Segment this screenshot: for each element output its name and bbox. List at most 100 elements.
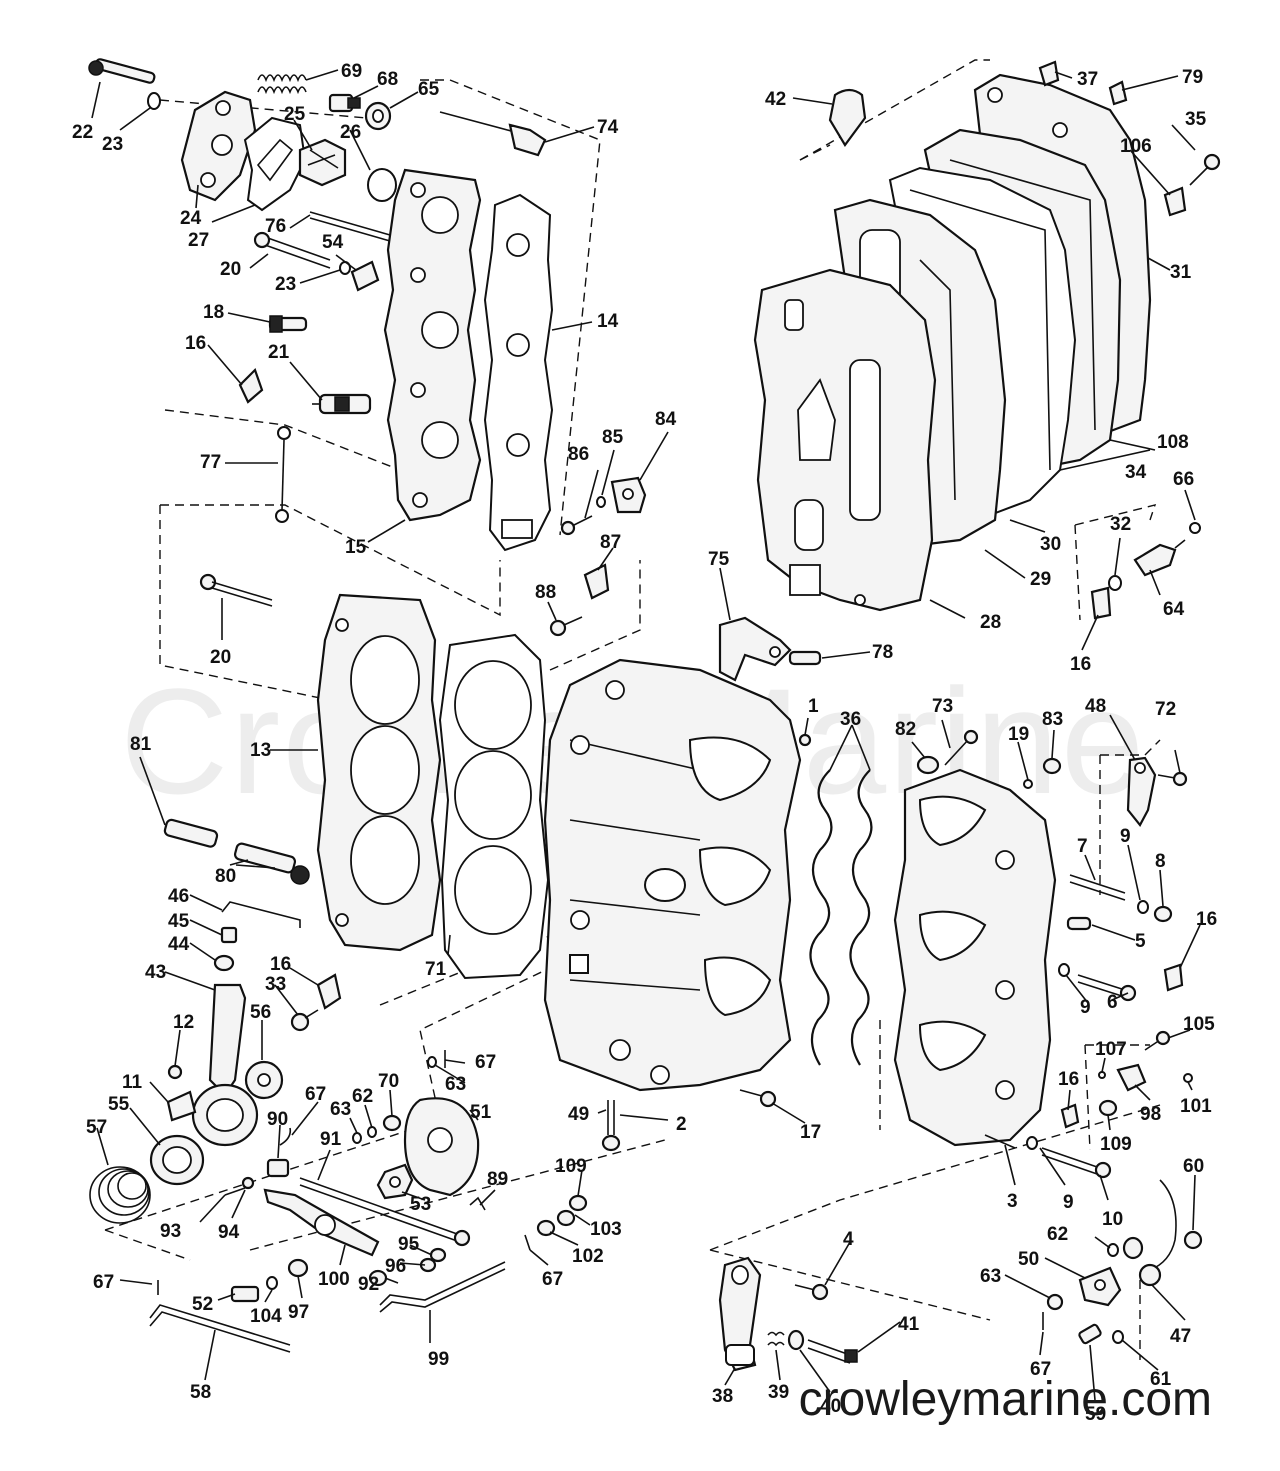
spring-69 [257,74,307,95]
part-label-8: 8 [1155,851,1166,872]
washer-63-top [427,1056,437,1068]
link-rod-58 [149,1304,291,1353]
part-label-43: 43 [145,962,166,983]
clip-16-right-low [1060,1103,1080,1129]
seal-strip-36-a [809,769,833,1066]
screw-33 [290,1009,319,1032]
nut-83 [1042,757,1062,775]
part-label-88: 88 [535,582,556,603]
part-label-27: 27 [188,230,209,251]
part-label-55: 55 [108,1094,130,1115]
clip-87 [583,563,610,600]
part-label-75: 75 [708,549,730,570]
part-label-105: 105 [1183,1014,1215,1035]
part-label-12: 12 [173,1012,194,1033]
seal-26 [367,168,397,202]
screw-17 [739,1089,777,1108]
screw-4 [794,1283,829,1301]
part-label-7: 7 [1077,836,1088,857]
part-label-70: 70 [378,1071,399,1092]
part-label-83: 83 [1042,709,1063,730]
part-label-67-e: 67 [1030,1359,1051,1380]
part-label-60: 60 [1183,1156,1204,1177]
clip-37 [1038,60,1060,87]
gasket-27 [243,116,307,212]
bolt-20-top [253,231,331,269]
part-label-85: 85 [602,427,624,448]
part-label-67-a: 67 [305,1084,326,1105]
part-label-84: 84 [655,409,677,430]
bolt-18 [268,315,308,333]
screw-59 [1078,1323,1102,1345]
nut-109 [1098,1099,1118,1117]
screw-73 [944,729,979,766]
cap-66 [1189,522,1201,534]
part-label-107: 107 [1095,1039,1127,1060]
part-label-62-b: 62 [1047,1224,1068,1245]
part-label-94: 94 [218,1222,240,1243]
part-label-16-e: 16 [1058,1069,1079,1090]
part-label-97: 97 [288,1302,309,1323]
bracket-48 [1126,756,1157,827]
screw-93 [224,1187,246,1196]
nut-8 [1153,905,1173,923]
link-rod-99 [379,1261,506,1313]
part-label-68: 68 [377,69,398,90]
washer-32 [1108,575,1122,591]
part-label-10: 10 [1102,1209,1123,1230]
part-label-76: 76 [265,216,286,237]
part-label-64: 64 [1163,599,1185,620]
thermostat-25 [298,138,347,187]
plug-82 [916,755,940,775]
part-label-18: 18 [203,302,224,323]
clip-16-right-mid [1163,963,1184,992]
part-label-35: 35 [1185,109,1207,130]
part-label-67-c: 67 [93,1272,114,1293]
crankcase-cover-3 [893,768,1057,1147]
nut-44 [213,954,235,972]
bypass-cover-75 [718,616,792,682]
part-label-9-c: 9 [1063,1192,1074,1213]
sensor-21 [312,393,372,415]
part-label-16-b: 16 [270,954,291,975]
part-label-102: 102 [572,1246,604,1267]
part-label-101: 101 [1180,1096,1212,1117]
pin-19 [1023,779,1033,789]
pin-67-c [524,1234,531,1251]
clip-16-right-top [1090,586,1112,620]
link-90 [266,1158,290,1178]
part-label-82: 82 [895,719,916,740]
bearing-39 [767,1331,785,1347]
fitting-80 [233,842,310,885]
stud-49 [601,1100,621,1152]
part-label-23-b: 23 [275,274,296,295]
part-label-28: 28 [980,612,1001,633]
part-label-52: 52 [192,1294,213,1315]
part-label-9-b: 9 [1080,997,1091,1018]
pin-3 [984,1134,1016,1149]
part-label-37: 37 [1077,69,1098,90]
part-label-24: 24 [180,208,202,229]
part-label-79: 79 [1182,67,1203,88]
part-label-23-a: 23 [102,134,123,155]
plug-42 [828,88,867,147]
part-label-72: 72 [1155,699,1176,720]
part-label-11: 11 [122,1072,143,1093]
pin-94 [241,1176,255,1190]
part-label-63-b: 63 [445,1074,466,1095]
connecting-rod-38 [718,1256,762,1372]
fitting-64 [1133,539,1186,577]
part-label-93: 93 [160,1221,181,1242]
part-label-6: 6 [1107,992,1118,1013]
clip-16-left-mid [316,973,342,1010]
thermostat-cover-24 [180,90,257,202]
part-labels: 1 2 3 4 5 6 7 8 9 9 9 10 11 12 13 14 15 … [72,61,1217,1425]
exhaust-cover-15 [383,168,482,522]
part-label-62-a: 62 [352,1086,373,1107]
assembly-guides [104,59,1161,1360]
washer-62-left [367,1126,377,1138]
site-url: crowleymarine.com [798,1373,1212,1426]
part-label-46: 46 [168,886,189,907]
washer-9-b [1058,963,1070,977]
